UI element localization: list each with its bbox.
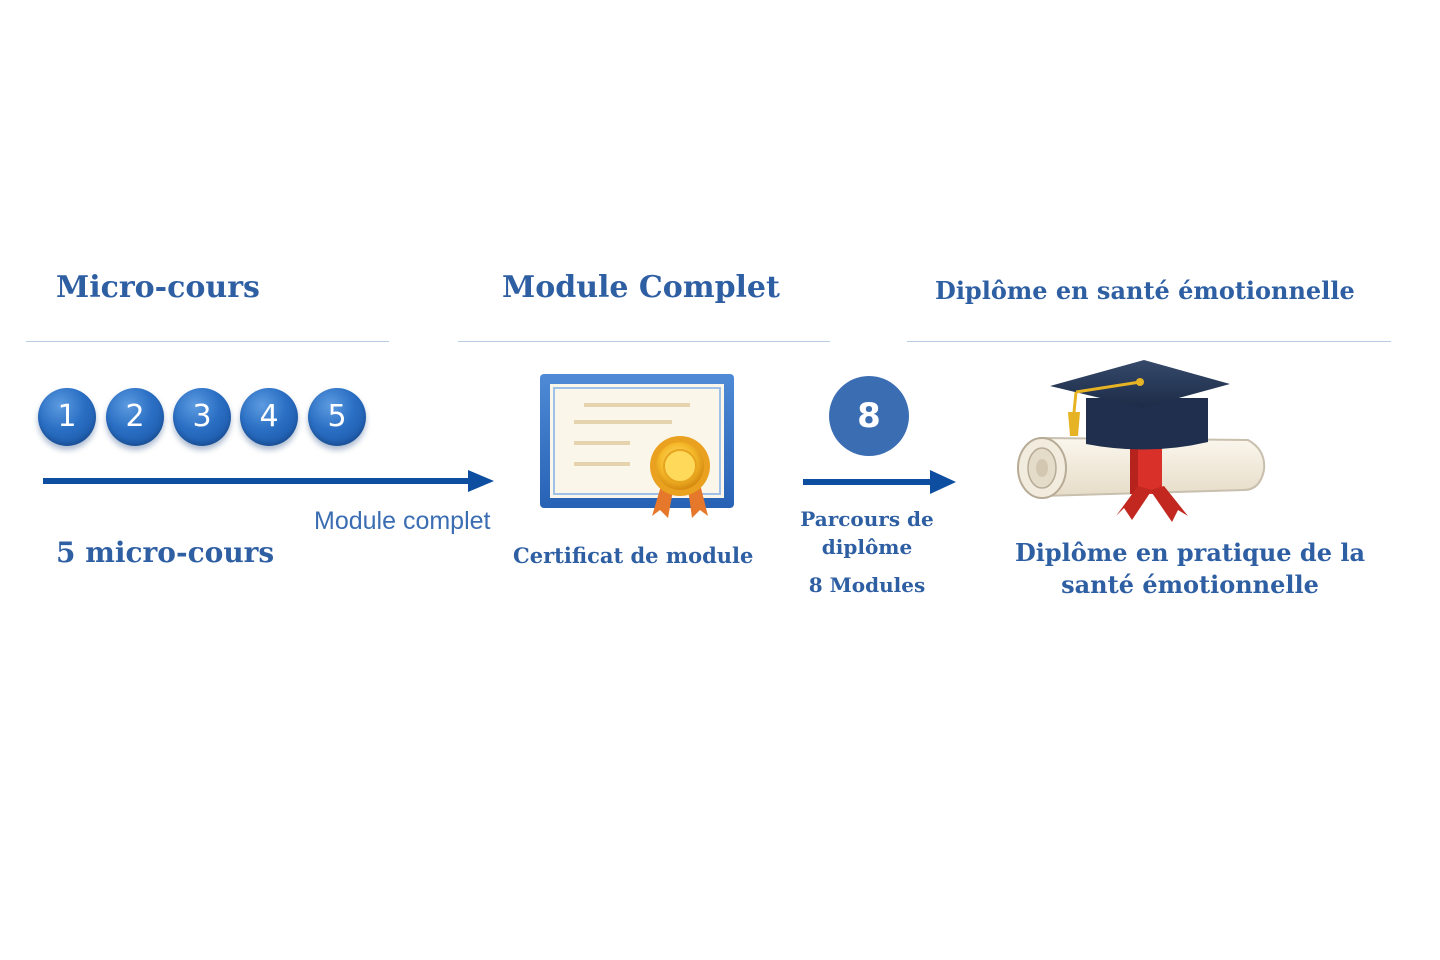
certificate-icon <box>540 374 734 518</box>
micro-course-circle-3: 3 <box>173 388 231 446</box>
diploma-path-label: Parcours de diplôme <box>800 507 934 559</box>
divider-micro <box>26 341 389 342</box>
eight-modules-label: 8 Modules <box>808 573 926 597</box>
graduation-diploma-icon <box>1017 360 1266 522</box>
micro-course-circle-5: 5 <box>308 388 366 446</box>
header-micro-cours: Micro-cours <box>56 270 260 305</box>
final-diploma-label: Diplôme en pratique de la santé émotionn… <box>1014 538 1366 599</box>
arrow-label-module-complet: Module complet <box>314 507 491 535</box>
certificate-label: Certificat de module <box>513 543 754 568</box>
micro-course-circle-1: 1 <box>38 388 96 446</box>
five-micro-courses-label: 5 micro-cours <box>56 536 275 569</box>
header-diplome: Diplôme en santé émotionnelle <box>935 276 1355 305</box>
module-count-circle: 8 <box>829 376 909 456</box>
header-module-complet: Module Complet <box>502 270 780 305</box>
divider-diploma <box>907 341 1391 342</box>
divider-module <box>458 341 830 342</box>
arrow-right-icon <box>803 470 956 494</box>
micro-course-circle-4: 4 <box>240 388 298 446</box>
micro-course-circle-2: 2 <box>106 388 164 446</box>
arrow-right-icon <box>43 470 494 492</box>
